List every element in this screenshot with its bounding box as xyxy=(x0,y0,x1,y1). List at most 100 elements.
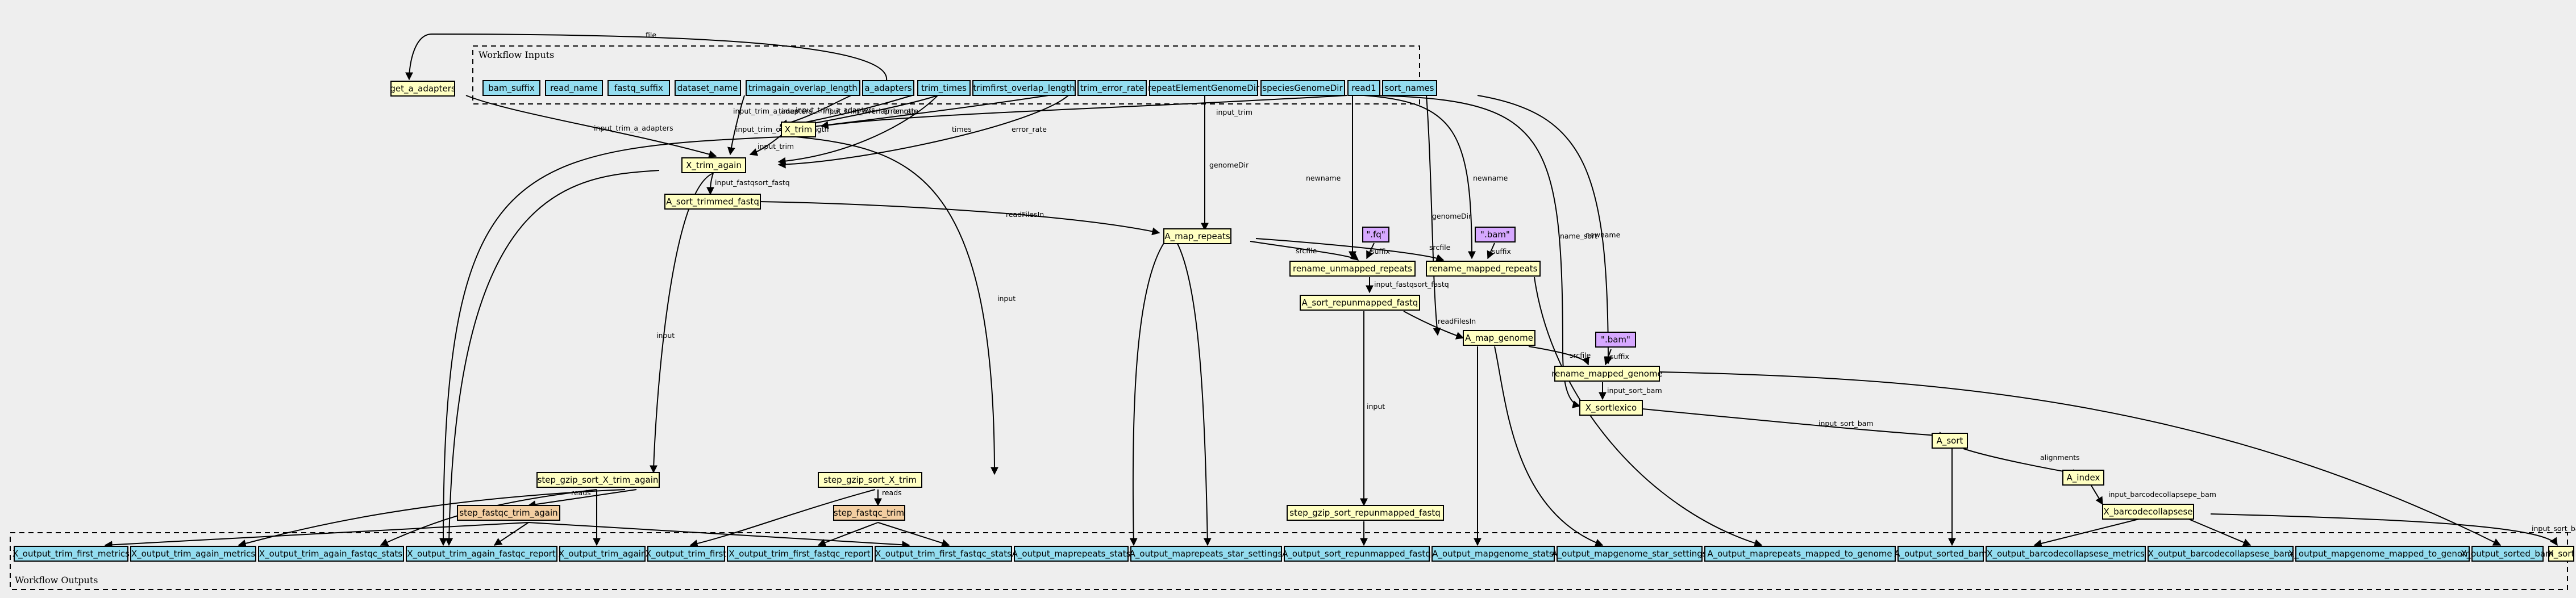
workflow-input-nodes: bam_suffix read_name fastq_suffix datase… xyxy=(482,80,1437,96)
edge xyxy=(439,136,796,546)
edge xyxy=(1426,95,1441,336)
svg-text:repeatElementGenomeDir: repeatElementGenomeDir xyxy=(1148,83,1260,93)
output-node[interactable]: A_output_maprepeats_star_settings xyxy=(1130,546,1283,562)
output-node[interactable]: X_output_trim_first_fastqc_stats xyxy=(875,546,1012,562)
step-node-x-sortlexico[interactable]: X_sortlexico xyxy=(1579,400,1643,416)
input-node-trim-times[interactable]: trim_times xyxy=(917,80,971,96)
step-node-a-sort-repunmapped-fastq[interactable]: A_sort_repunmapped_fastq xyxy=(1300,295,1420,311)
step-node-step-fastqc-trim-again[interactable]: step_fastqc_trim_again xyxy=(457,505,560,521)
svg-text:trim_error_rate: trim_error_rate xyxy=(1080,83,1145,94)
input-node-read-name[interactable]: read_name xyxy=(545,80,603,96)
input-node-trimagain-overlap-length[interactable]: trimagain_overlap_length xyxy=(746,80,860,96)
step-node-a-sort[interactable]: A_sort xyxy=(1932,433,1968,449)
input-node-fastq-suffix[interactable]: fastq_suffix xyxy=(607,80,670,96)
svg-text:read_name: read_name xyxy=(550,83,598,94)
output-node[interactable]: A_output_mapgenome_stats xyxy=(1431,546,1555,562)
edge-label: error_rate xyxy=(883,107,918,115)
workflow-inputs-title: Workflow Inputs xyxy=(478,49,554,60)
svg-text:bam_suffix: bam_suffix xyxy=(488,83,535,94)
input-node-read1[interactable]: read1 xyxy=(1347,80,1380,96)
svg-text:A_output_maprepeats_stats: A_output_maprepeats_stats xyxy=(1012,549,1131,559)
output-node[interactable]: X_output_barcodecollapsese_metrics xyxy=(1986,546,2146,562)
input-node-repeat-element-genome-dir[interactable]: repeatElementGenomeDir xyxy=(1148,80,1260,96)
step-node-x-barcodecollapsese[interactable]: X_barcodecollapsese xyxy=(2102,504,2194,520)
svg-text:rename_mapped_genome: rename_mapped_genome xyxy=(1551,369,1662,379)
edge xyxy=(1477,95,1612,365)
edge xyxy=(1366,242,1375,260)
output-node[interactable]: A_output_sort_repunmapped_fastq xyxy=(1282,546,1431,562)
input-node-a-adapters[interactable]: a_adapters xyxy=(862,80,914,96)
output-node[interactable]: X_output_trim_first_fastqc_report xyxy=(727,546,873,562)
edge xyxy=(1372,95,1581,408)
string-node-bam-1[interactable]: ".bam" xyxy=(1475,227,1516,242)
svg-text:X_trim: X_trim xyxy=(785,124,813,135)
step-node-a-index[interactable]: A_index xyxy=(2062,470,2104,486)
step-node-rename-unmapped-repeats[interactable]: rename_unmapped_repeats xyxy=(1289,261,1416,277)
step-node-get-a-adapters[interactable]: get_a_adapters xyxy=(390,81,456,97)
output-node[interactable]: X_output_mapgenome_mapped_to_genome xyxy=(2288,546,2476,562)
step-node-a-sort-trimmed-fastq[interactable]: A_sort_trimmed_fastq xyxy=(664,194,761,210)
svg-text:X_output_sorted_bam: X_output_sorted_bam xyxy=(2461,549,2553,559)
input-node-dataset-name[interactable]: dataset_name xyxy=(675,80,741,96)
input-node-sort-names[interactable]: sort_names xyxy=(1382,80,1437,96)
output-node[interactable]: X_output_trim_first xyxy=(646,546,727,562)
edge xyxy=(777,95,1069,169)
output-node[interactable]: X_output_trim_first_metrics xyxy=(13,546,130,562)
svg-text:trim_times: trim_times xyxy=(921,83,967,94)
svg-text:trimagain_overlap_length: trimagain_overlap_length xyxy=(748,83,858,94)
svg-text:dataset_name: dataset_name xyxy=(677,83,738,94)
edge-label: genomeDir xyxy=(1209,161,1249,169)
input-node-bam-suffix[interactable]: bam_suffix xyxy=(482,80,540,96)
edge-label: newname xyxy=(1473,174,1508,182)
string-node-bam-2[interactable]: ".bam" xyxy=(1595,332,1636,348)
input-node-species-genome-dir[interactable]: speciesGenomeDir xyxy=(1260,80,1345,96)
svg-text:speciesGenomeDir: speciesGenomeDir xyxy=(1262,83,1343,93)
output-node[interactable]: X_output_trim_again xyxy=(559,546,647,562)
edge-label: input_trim xyxy=(1216,108,1252,116)
svg-text:".bam": ".bam" xyxy=(1480,229,1510,240)
edge-label: readFilesIn xyxy=(1006,210,1044,219)
step-node-rename-mapped-genome[interactable]: rename_mapped_genome xyxy=(1551,366,1663,382)
edge xyxy=(877,522,950,547)
output-node[interactable]: X_output_barcodecollapsese_bam xyxy=(2148,546,2294,562)
svg-text:A_output_sort_repunmapped_fast: A_output_sort_repunmapped_fastq xyxy=(1282,549,1431,559)
svg-text:X_output_trim_again: X_output_trim_again xyxy=(559,549,647,559)
input-node-trim-error-rate[interactable]: trim_error_rate xyxy=(1077,80,1147,96)
output-node[interactable]: X_output_sorted_bam xyxy=(2461,546,2554,562)
edge-label: input_sort_bam xyxy=(1607,386,1662,395)
step-node-step-fastqc-trim[interactable]: step_fastqc_trim xyxy=(833,505,905,521)
edge-label: srcfile xyxy=(1296,246,1317,255)
step-node-x-trim-again[interactable]: X_trim_again xyxy=(681,157,746,173)
output-node[interactable]: X_output_trim_again_metrics xyxy=(130,546,256,562)
svg-text:X_output_trim_first_metrics: X_output_trim_first_metrics xyxy=(13,549,130,559)
step-node-x-trim[interactable]: X_trim xyxy=(781,122,816,137)
edge-label: suffix xyxy=(1610,352,1629,361)
edge xyxy=(1528,346,1589,366)
svg-text:X_output_trim_again_fastqc_sta: X_output_trim_again_fastqc_stats xyxy=(259,549,402,559)
step-node-x-sort[interactable]: X_sort xyxy=(2548,546,2575,562)
step-node-step-gzip-sort-repunmapped-fastq[interactable]: step_gzip_sort_repunmapped_fastq xyxy=(1287,505,1444,521)
workflow-output-nodes: X_output_trim_first_metrics X_output_tri… xyxy=(13,546,2554,562)
step-node-a-map-genome[interactable]: A_map_genome xyxy=(1463,330,1535,346)
string-node-fq[interactable]: ".fq" xyxy=(1362,227,1389,242)
output-node[interactable]: X_output_trim_again_fastqc_stats xyxy=(258,546,404,562)
output-node[interactable]: A_output_sorted_bam xyxy=(1894,546,1987,562)
workflow-step-nodes: get_a_adapters X_trim X_trim_again A_sor… xyxy=(390,81,2575,562)
input-node-trimfirst-overlap-length[interactable]: trimfirst_overlap_length xyxy=(972,80,1076,96)
step-node-step-gzip-sort-x-trim[interactable]: step_gzip_sort_X_trim xyxy=(818,472,922,488)
svg-text:A_sort_trimmed_fastq: A_sort_trimmed_fastq xyxy=(666,196,759,207)
output-node[interactable]: A_output_maprepeats_stats xyxy=(1012,546,1131,562)
output-node[interactable]: X_output_trim_again_fastqc_report xyxy=(406,546,557,562)
svg-text:a_adapters: a_adapters xyxy=(864,83,912,94)
edge xyxy=(1642,408,1947,440)
output-node[interactable]: A_output_maprepeats_mapped_to_genome xyxy=(1704,546,1896,562)
svg-text:X_output_trim_first_fastqc_sta: X_output_trim_first_fastqc_stats xyxy=(875,549,1012,559)
output-node[interactable]: A_output_mapgenome_star_settings xyxy=(1551,546,1707,562)
step-node-step-gzip-sort-x-trim-again[interactable]: step_gzip_sort_X_trim_again xyxy=(536,472,660,488)
svg-text:X_output_barcodecollapsese_bam: X_output_barcodecollapsese_bam xyxy=(2148,549,2293,559)
step-node-rename-mapped-repeats[interactable]: rename_mapped_repeats xyxy=(1426,261,1541,277)
edge-label: times xyxy=(779,107,798,115)
step-node-a-map-repeats[interactable]: A_map_repeats xyxy=(1163,228,1231,244)
edge-label: times xyxy=(952,125,972,133)
edge-label: error_rate xyxy=(1012,125,1047,133)
